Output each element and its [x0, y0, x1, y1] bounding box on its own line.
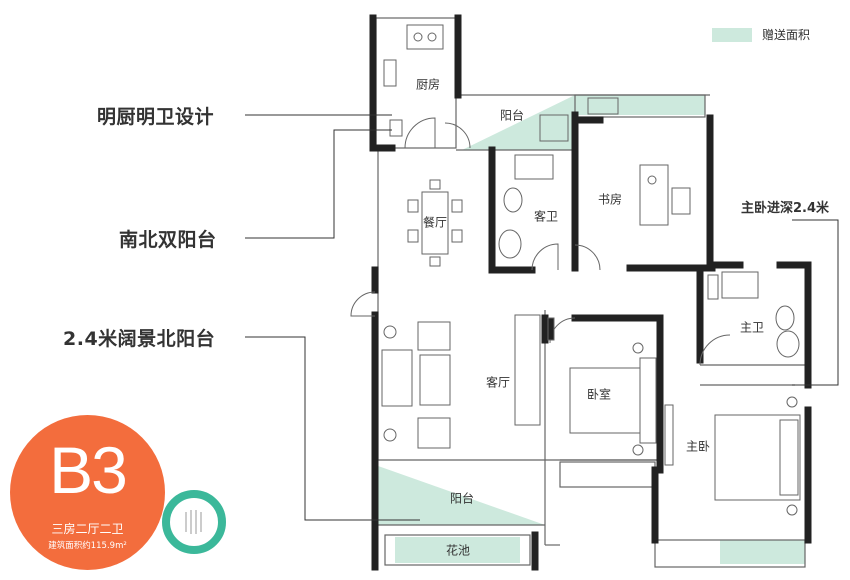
callout-wide-balcony: 2.4米阔景北阳台 — [63, 328, 216, 350]
depth-label: 主卧进深2.4米 — [741, 201, 830, 216]
callout-dual-balcony: 南北双阳台 — [119, 229, 217, 251]
walls — [369, 14, 812, 571]
room-planter: 花池 — [445, 543, 471, 558]
room-balcony-south: 阳台 — [449, 491, 475, 506]
room-master: 主卧 — [685, 439, 711, 454]
unit-area: 建筑面积约115.9m² — [48, 541, 127, 551]
room-balcony-north: 阳台 — [499, 108, 525, 123]
callout-lines — [245, 114, 839, 521]
room-dining: 餐厅 — [422, 215, 448, 230]
kitchen-fixtures — [383, 24, 444, 137]
room-kitchen: 厨房 — [415, 77, 441, 92]
interior-lines — [375, 17, 808, 568]
bonus-area-north-balcony-window — [575, 95, 705, 115]
unit-code: B3 — [49, 433, 128, 507]
master-bed — [664, 396, 801, 516]
living-room-furniture — [381, 314, 541, 449]
dining-table — [407, 179, 463, 267]
bonus-area-north-balcony — [462, 95, 575, 150]
room-living: 客厅 — [485, 375, 511, 390]
bonus-area-planter — [395, 537, 520, 563]
bonus-area-south-balcony — [378, 466, 545, 525]
room-study: 书房 — [597, 192, 623, 207]
legend: 赠送面积 — [712, 26, 810, 43]
master-bath-fixtures — [707, 271, 800, 358]
bonus-area-master-window — [720, 540, 805, 564]
doors — [350, 117, 731, 366]
room-bedroom: 卧室 — [586, 387, 612, 402]
callout-bright-kitchen: 明厨明卫设计 — [97, 106, 215, 128]
room-master-bath: 主卫 — [739, 320, 765, 335]
guest-bath-fixtures — [498, 114, 569, 259]
study-furniture — [587, 97, 691, 226]
unit-badge: B3 三房二厅二卫 建筑面积约115.9m² — [10, 415, 165, 570]
bedroom-furniture — [547, 317, 657, 456]
legend-swatch — [712, 27, 752, 42]
unit-layout: 三房二厅二卫 — [51, 522, 124, 536]
legend-label: 赠送面积 — [762, 28, 811, 42]
room-guest-bath: 客卫 — [533, 209, 559, 224]
brand-logo-icon — [162, 490, 226, 554]
